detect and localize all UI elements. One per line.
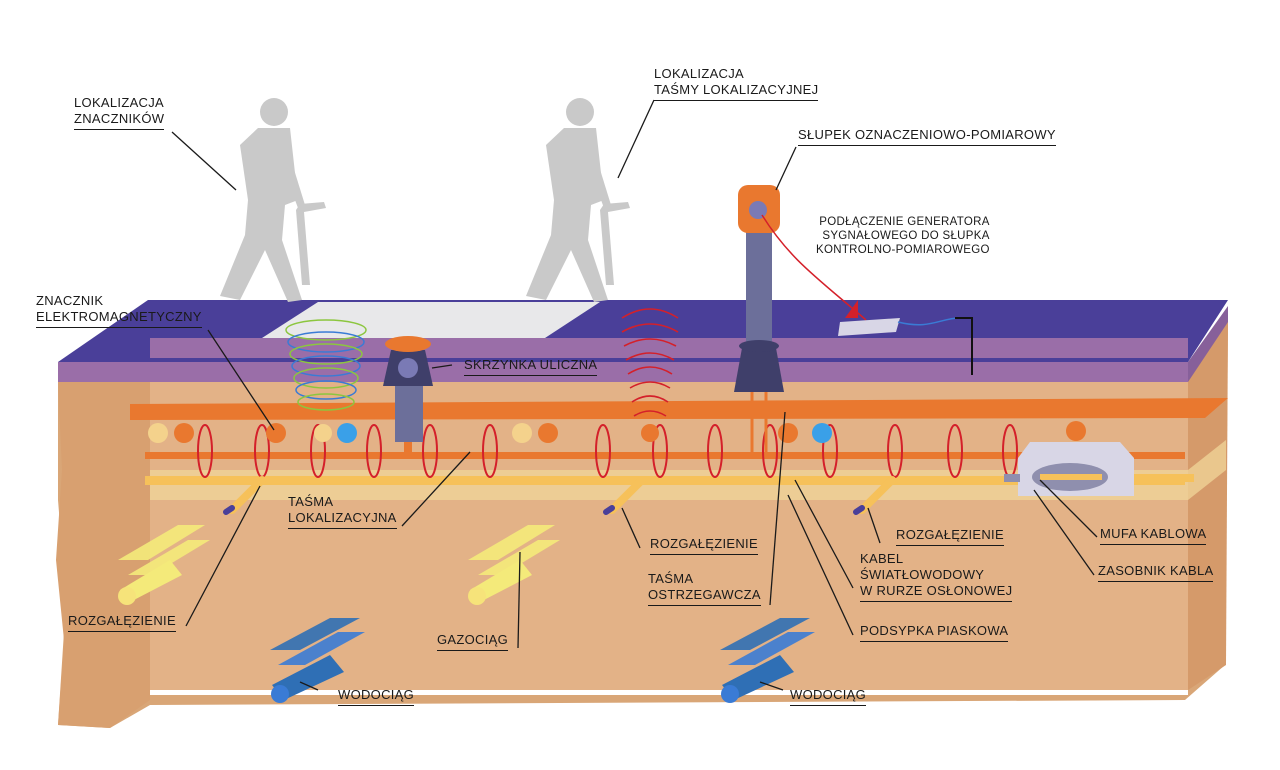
label-gazociag: GAZOCIĄG — [437, 632, 509, 651]
water-pipes — [270, 618, 815, 703]
label-wodociag-left: WODOCIĄG — [338, 687, 415, 706]
branch-stubs — [223, 476, 896, 515]
label-wodociag-right: WODOCIĄG — [790, 687, 867, 706]
person-right — [526, 98, 630, 302]
generator-connection — [761, 214, 973, 375]
label-rozgalezienie-right: ROZGAŁĘZIENIE — [896, 527, 1004, 546]
ball-markers — [148, 421, 1086, 443]
label-lokalizacja-tasmy: LOKALIZACJA TAŚMY LOKALIZACYJNEJ — [654, 66, 819, 101]
label-mufa: MUFA KABLOWA — [1100, 526, 1207, 545]
label-podlaczenie: PODŁĄCZENIE GENERATORA SYGNAŁOWEGO DO SŁ… — [816, 216, 990, 256]
label-skrzynka: SKRZYNKA ULICZNA — [464, 357, 598, 376]
marker-post — [734, 185, 784, 455]
tape-signal-waves — [621, 308, 679, 417]
label-kabel: KABEL ŚWIATŁOWODOWY W RURZE OSŁONOWEJ — [860, 551, 1013, 602]
label-zasobnik: ZASOBNIK KABLA — [1098, 563, 1214, 582]
electromagnetic-coils — [197, 424, 1018, 478]
label-slupek: SŁUPEK OZNACZENIOWO-POMIAROWY — [798, 127, 1056, 146]
label-znacznik: ZNACZNIK ELEKTROMAGNETYCZNY — [36, 293, 202, 328]
yellow-locating-tape — [145, 476, 1185, 485]
label-podsypka: PODSYPKA PIASKOWA — [860, 623, 1009, 642]
gas-pipes — [118, 525, 560, 605]
cable-joint — [1004, 442, 1194, 496]
label-tasma-ostrzegawcza: TAŚMA OSTRZEGAWCZA — [648, 571, 761, 606]
leader-lines — [171, 99, 1098, 691]
label-rozgalezienie-left: ROZGAŁĘZIENIE — [68, 613, 176, 632]
person-left — [220, 98, 326, 302]
marker-signal-waves — [285, 319, 367, 411]
orange-lower-tube — [145, 452, 1185, 459]
label-rozgalezienie-mid: ROZGAŁĘZIENIE — [650, 536, 758, 555]
label-tasma-lokalizacyjna: TAŚMA LOKALIZACYJNA — [288, 494, 397, 529]
ground-block — [56, 300, 1228, 728]
label-lokalizacja-znacznikow: LOKALIZACJA ZNACZNIKÓW — [74, 95, 165, 130]
street-box — [383, 336, 433, 456]
